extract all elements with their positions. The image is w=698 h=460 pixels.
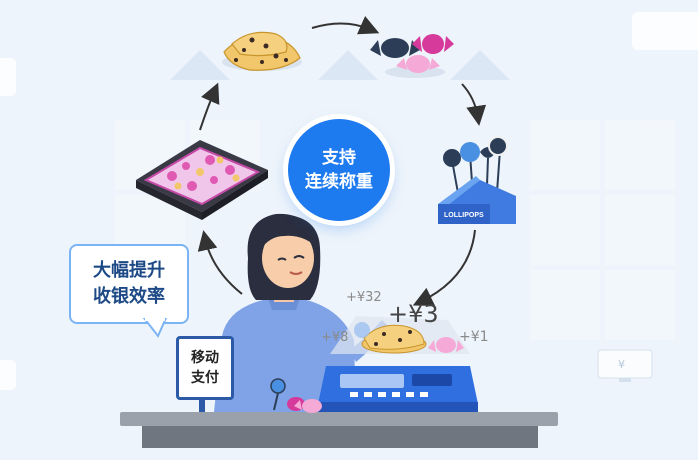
lollipop-box: [438, 136, 516, 224]
continuous-weighing-badge: 支持 连续称重: [288, 119, 390, 221]
price-right: +¥1: [459, 329, 489, 345]
mobile-payment-sign: 移动 支付: [176, 336, 234, 400]
payment-stand-pole: [199, 392, 205, 412]
cookies-top: [222, 31, 302, 71]
bg-bubble-left2: [0, 360, 16, 390]
bubble-line-1: 大幅提升: [93, 260, 165, 281]
pay-sign-line-2: 支付: [191, 370, 219, 386]
price-main: +¥3: [388, 300, 439, 328]
badge-line-1: 支持: [322, 148, 356, 168]
background-triangles: [170, 50, 510, 80]
bubble-tail: [142, 318, 168, 338]
bg-bubble-left: [0, 58, 16, 96]
price-left: +¥8: [321, 330, 349, 345]
bubble-line-2: 收银效率: [93, 286, 165, 307]
background-panels: [115, 120, 675, 340]
pay-sign-line-1: 移动: [191, 350, 219, 366]
price-top: +¥32: [346, 290, 382, 305]
bg-bubble-right: [632, 12, 698, 50]
cashier-woman: [214, 213, 388, 412]
baking-tray: [136, 140, 268, 220]
cycle-arrows: [197, 15, 487, 306]
candies-top: [370, 34, 454, 78]
bg-monitor-icon: [597, 349, 653, 382]
bg-monitor-symbol: ¥: [618, 358, 625, 371]
lollipop-box-label: LOLLIPOPS: [444, 212, 484, 219]
efficiency-speech-bubble: 大幅提升 收银效率: [69, 244, 189, 324]
badge-line-2: 连续称重: [305, 172, 373, 192]
candies-on-counter: [270, 378, 322, 413]
weighing-scale: [318, 316, 478, 412]
checkout-counter: [120, 412, 558, 448]
